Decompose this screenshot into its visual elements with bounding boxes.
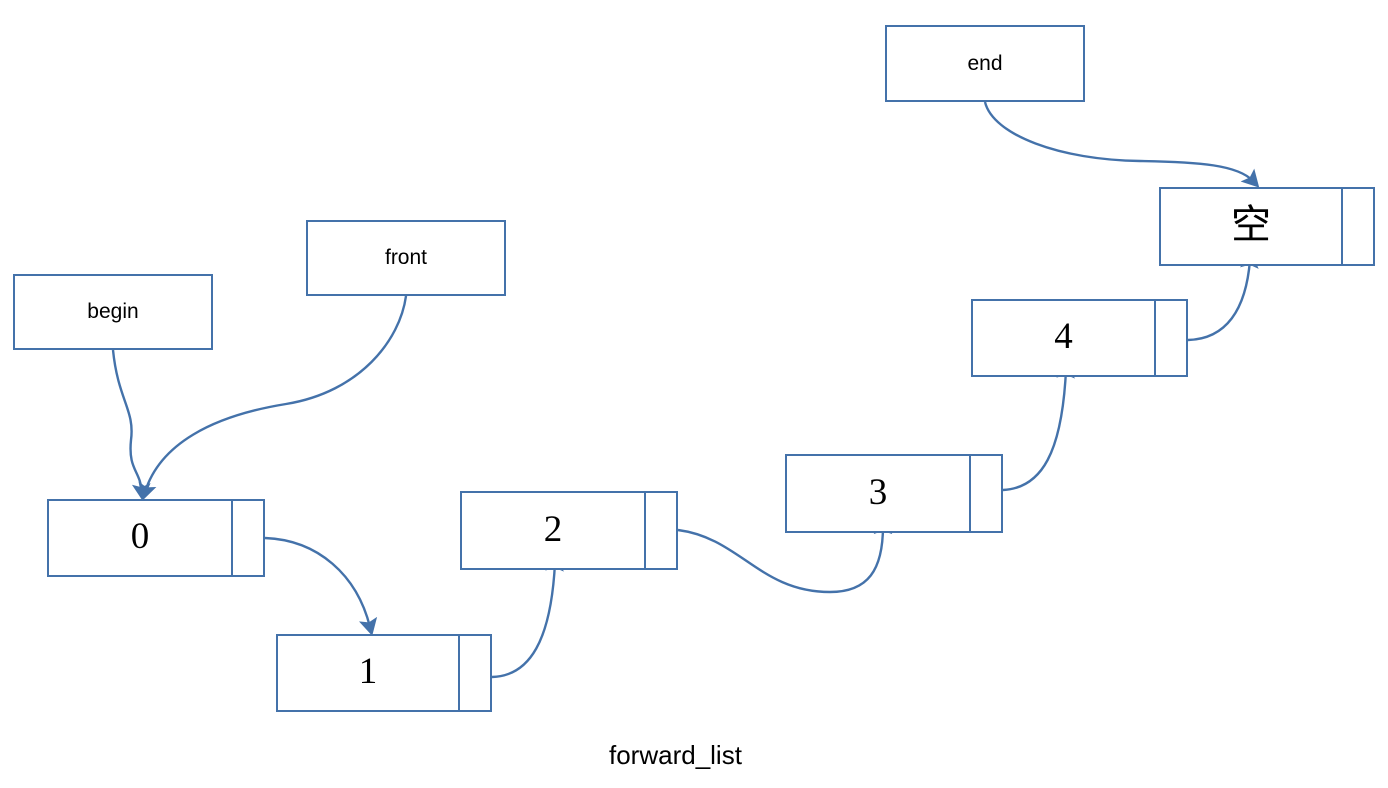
list-node-4-value: 4	[1054, 316, 1073, 357]
list-node-4-next-pointer-cell	[1154, 301, 1186, 375]
pointer-label-end-text: end	[967, 51, 1003, 75]
list-node-4[interactable]: 4	[971, 299, 1188, 377]
list-node-2[interactable]: 2	[460, 491, 678, 570]
list-node-3-next-pointer-cell	[969, 456, 1001, 531]
list-node-1-value: 1	[358, 651, 378, 692]
edge-begin-to-node0	[111, 349, 151, 502]
edge-node0-to-node1	[264, 536, 378, 636]
list-node-0[interactable]: 0	[47, 499, 265, 577]
list-node-3[interactable]: 3	[785, 454, 1003, 533]
edge-end-to-null	[983, 101, 1260, 188]
pointer-label-begin-text: begin	[87, 300, 139, 323]
list-node-0-value: 0	[130, 516, 150, 557]
edge-node4-to-null	[1187, 250, 1259, 342]
list-node-2-next-pointer-cell	[644, 493, 676, 568]
pointer-label-begin[interactable]: begin	[13, 274, 213, 350]
pointer-label-front-text: front	[384, 246, 428, 269]
list-node-null-next-pointer-cell	[1341, 189, 1373, 264]
list-node-1[interactable]: 1	[276, 634, 492, 712]
edge-node3-to-node4	[1002, 360, 1075, 492]
pointer-label-end[interactable]: end	[885, 25, 1085, 102]
diagram-caption: forward_list	[609, 740, 742, 770]
list-node-null[interactable]: 空	[1159, 187, 1375, 266]
list-node-2-value: 2	[543, 508, 563, 550]
list-node-3-value: 3	[868, 471, 888, 513]
edge-node2-to-node3	[677, 516, 893, 594]
edge-node1-to-node2	[491, 553, 564, 679]
pointer-label-front[interactable]: front	[306, 220, 506, 296]
list-node-null-value: 空	[1231, 202, 1271, 247]
list-node-1-next-pointer-cell	[458, 636, 490, 710]
list-node-0-next-pointer-cell	[231, 501, 263, 575]
